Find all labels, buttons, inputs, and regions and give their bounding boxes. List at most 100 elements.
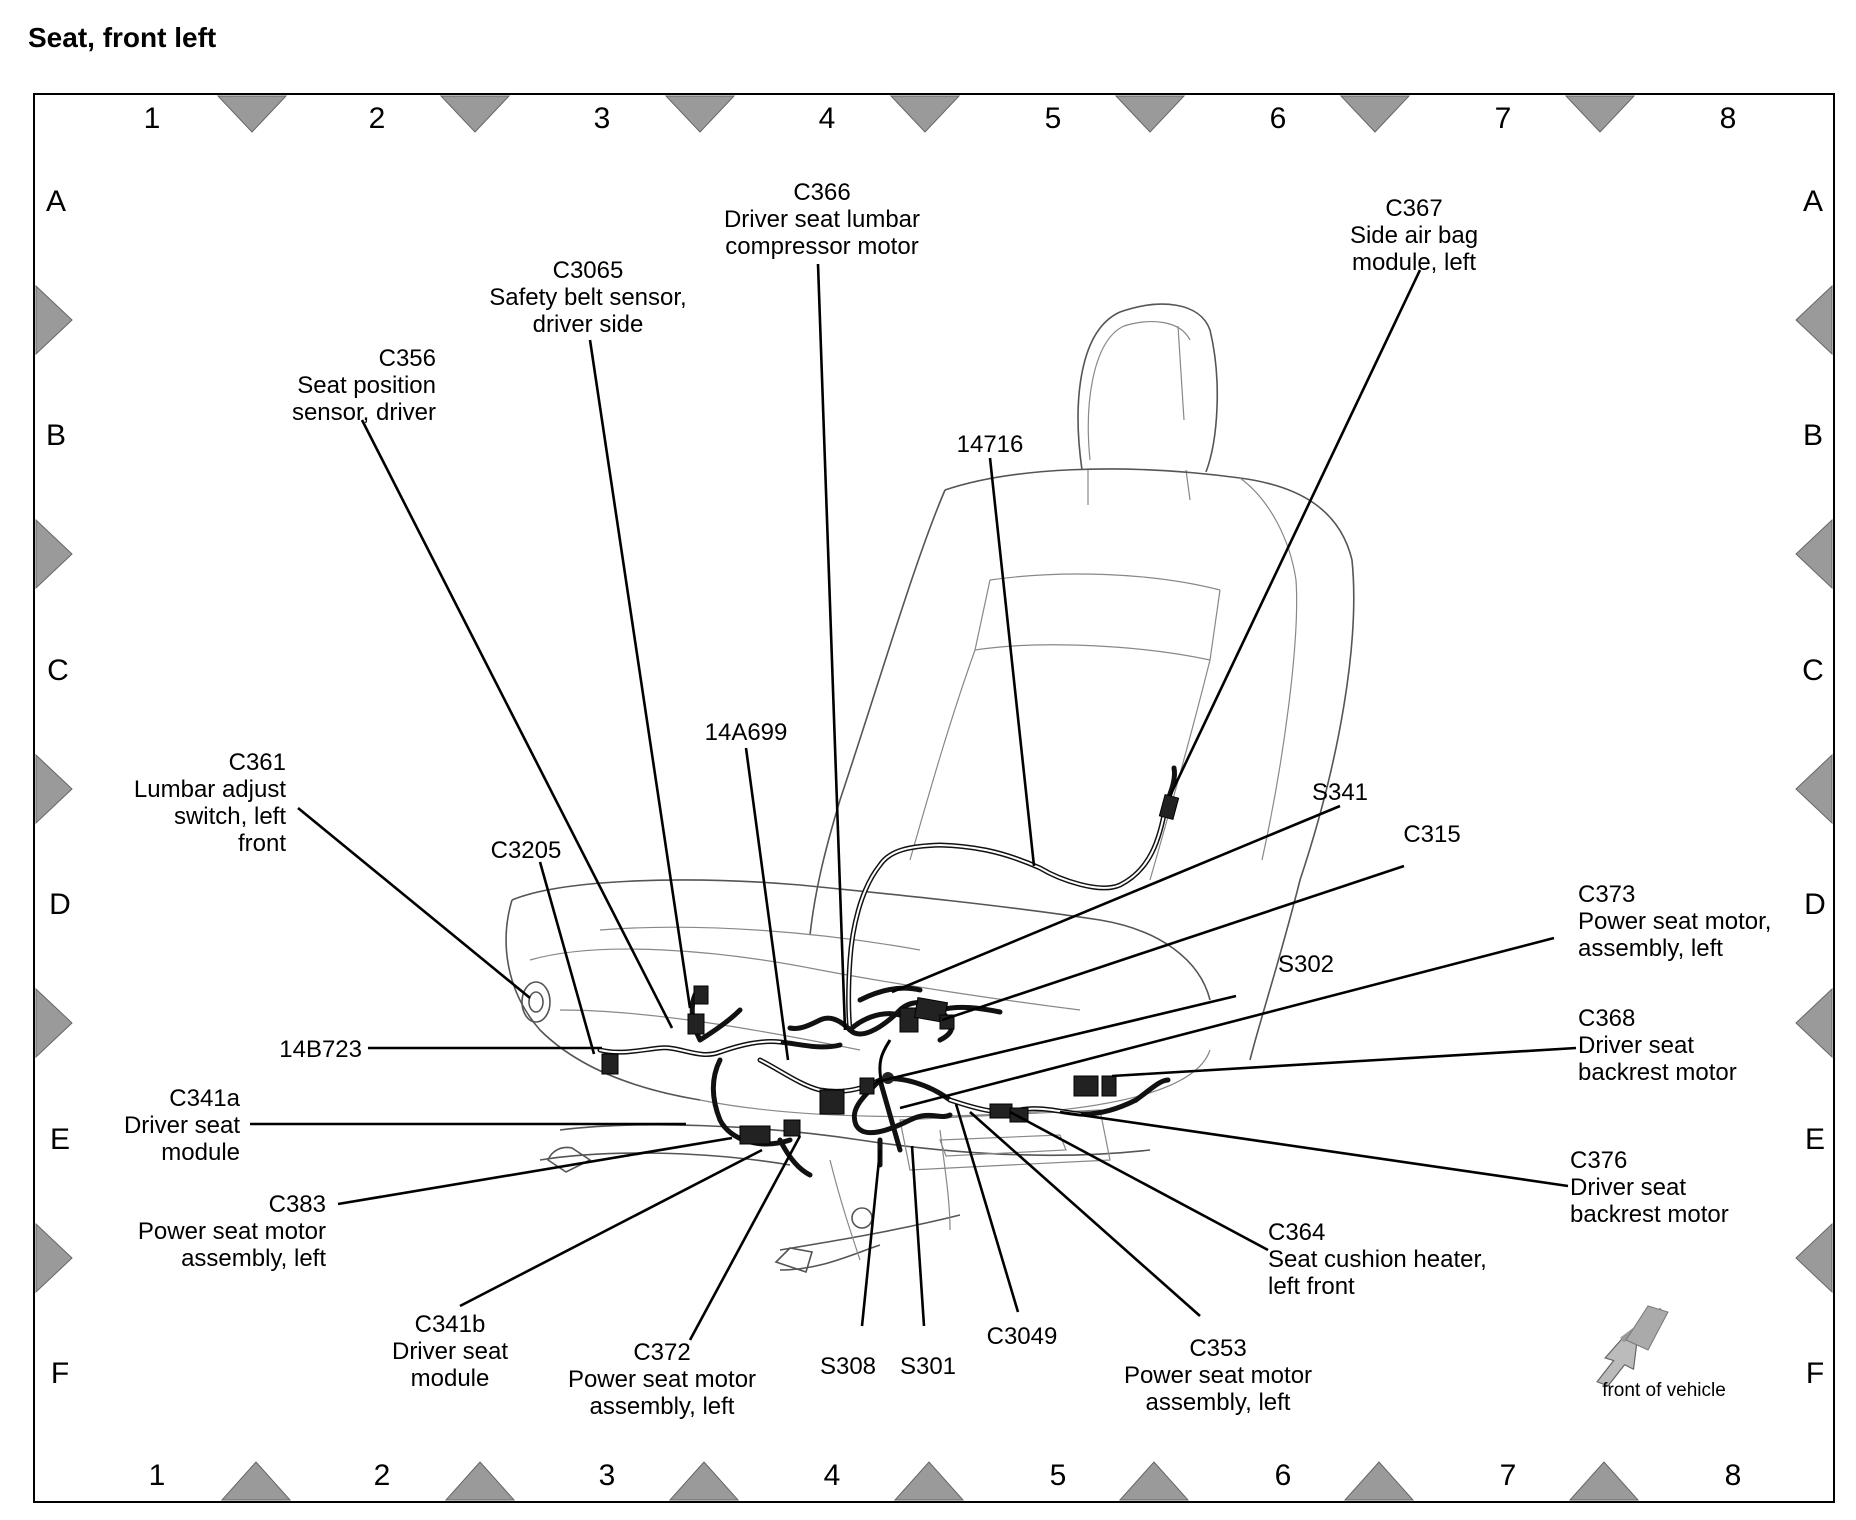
front-of-vehicle-label: front of vehicle [1602,1380,1726,1401]
grid-row-b-right: B [1803,419,1823,452]
label-c376-desc-2: backrest motor [1570,1201,1729,1228]
label-s341: S341 [1312,779,1368,806]
leader-lines [250,263,1577,1341]
callout-c366: C366 Driver seat lumbar compressor motor [724,179,920,260]
label-c3065-id: C3065 [553,257,624,284]
label-c315: C315 [1403,821,1460,848]
label-c341b-id: C341b [415,1311,486,1338]
grid-row-e-left: E [50,1123,70,1156]
label-c3065-desc-1: Safety belt sensor, [489,284,686,311]
label-14716: 14716 [957,431,1024,458]
label-c372-desc-1: Power seat motor [568,1366,756,1393]
callout-c3205: C3205 [491,837,562,864]
label-s302: S302 [1278,951,1334,978]
grid-row-a-left: A [46,185,66,218]
grid-markers-top [216,95,1636,133]
grid-column-labels-bottom: 1 2 3 4 5 6 7 8 [149,1459,1742,1492]
grid-col-1-bottom: 1 [149,1459,166,1492]
callout-c3049: C3049 [987,1323,1058,1350]
label-c353-id: C353 [1189,1335,1246,1362]
label-s301: S301 [900,1353,956,1380]
grid-row-c-left: C [47,654,69,687]
grid-col-3-bottom: 3 [599,1459,616,1492]
grid-markers-bottom [220,1461,1640,1501]
label-c3205: C3205 [491,837,562,864]
callout-c353: C353 Power seat motor assembly, left [1124,1335,1312,1416]
page-title: Seat, front left [28,22,217,53]
grid-markers-left [35,284,73,1294]
label-14a699: 14A699 [705,719,788,746]
label-c361-desc-3: front [238,830,286,857]
label-c383-desc-2: assembly, left [181,1245,326,1272]
callout-c341b: C341b Driver seat module [392,1311,508,1392]
grid-col-4-bottom: 4 [824,1459,841,1492]
label-c367-id: C367 [1385,195,1442,222]
grid-column-labels-top: 1 2 3 4 5 6 7 8 [144,102,1737,135]
label-c3065-desc-2: driver side [533,311,644,338]
callout-c364: C364 Seat cushion heater, left front [1268,1219,1487,1300]
label-c353-desc-1: Power seat motor [1124,1362,1312,1389]
grid-markers-right [1795,284,1833,1294]
grid-col-5-top: 5 [1045,102,1062,135]
label-c376-id: C376 [1570,1147,1627,1174]
callout-s301: S301 [900,1353,956,1380]
callout-c315: C315 [1403,821,1460,848]
label-c376-desc-1: Driver seat [1570,1174,1686,1201]
callout-c3065: C3065 Safety belt sensor, driver side [489,257,686,338]
grid-row-b-left: B [46,419,66,452]
label-c341b-desc-2: module [411,1365,490,1392]
grid-row-a-right: A [1803,185,1823,218]
label-c372-desc-2: assembly, left [590,1393,735,1420]
grid-col-2-bottom: 2 [374,1459,391,1492]
label-c383-desc-1: Power seat motor [138,1218,326,1245]
label-s308: S308 [820,1353,876,1380]
callout-c372: C372 Power seat motor assembly, left [568,1339,756,1420]
label-c373-id: C373 [1578,881,1635,908]
grid-row-f-right: F [1806,1357,1824,1390]
grid-col-2-top: 2 [369,102,386,135]
label-14b723: 14B723 [279,1036,362,1063]
grid-col-5-bottom: 5 [1050,1459,1067,1492]
callout-c383: C383 Power seat motor assembly, left [138,1191,326,1272]
label-c368-desc-2: backrest motor [1578,1059,1737,1086]
label-c383-id: C383 [269,1191,326,1218]
callout-s341: S341 [1312,779,1368,806]
front-of-vehicle-arrow-icon [1596,1305,1669,1387]
grid-row-labels-right: A B C D E F [1802,185,1826,1390]
label-c364-desc-2: left front [1268,1273,1355,1300]
grid-col-8-top: 8 [1720,102,1737,135]
label-c361-id: C361 [229,749,286,776]
label-c341b-desc-1: Driver seat [392,1338,508,1365]
label-c356-id: C356 [379,345,436,372]
callout-14a699: 14A699 [705,719,788,746]
label-c361-desc-2: switch, left [174,803,286,830]
label-c366-id: C366 [793,179,850,206]
grid-row-f-left: F [51,1357,69,1390]
label-c367-desc-1: Side air bag [1350,222,1478,249]
label-c356-desc-1: Seat position [297,372,436,399]
grid-col-6-top: 6 [1270,102,1287,135]
callout-c376: C376 Driver seat backrest motor [1570,1147,1729,1228]
label-c366-desc-2: compressor motor [725,233,918,260]
label-c364-desc-1: Seat cushion heater, [1268,1246,1487,1273]
label-c341a-desc-2: module [161,1139,240,1166]
callout-c341a: C341a Driver seat module [124,1085,241,1166]
grid-col-8-bottom: 8 [1725,1459,1742,1492]
grid-row-e-right: E [1805,1123,1825,1156]
grid-col-7-top: 7 [1495,102,1512,135]
label-c373-desc-1: Power seat motor, [1578,908,1771,935]
callout-s302: S302 [1278,951,1334,978]
label-c364-id: C364 [1268,1219,1325,1246]
callout-c361: C361 Lumbar adjust switch, left front [134,749,286,857]
label-c341a-desc-1: Driver seat [124,1112,240,1139]
label-c372-id: C372 [633,1339,690,1366]
label-c3049: C3049 [987,1323,1058,1350]
grid-row-labels-left: A B C D E F [46,185,71,1390]
label-c368-desc-1: Driver seat [1578,1032,1694,1059]
seat-drawing [505,303,1355,1274]
label-c356-desc-2: sensor, driver [292,399,436,426]
connectors [601,793,1180,1145]
label-c368-id: C368 [1578,1005,1635,1032]
label-c373-desc-2: assembly, left [1578,935,1723,962]
